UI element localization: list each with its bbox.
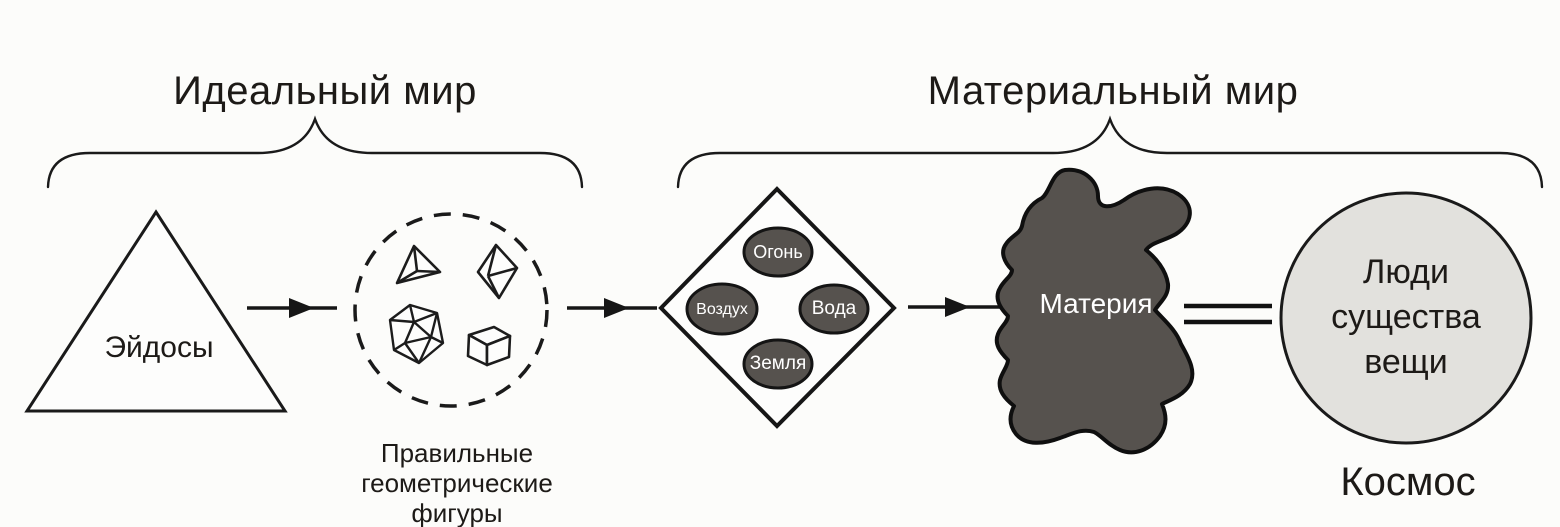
equals-sign (1184, 303, 1272, 325)
tetrahedron-icon (395, 244, 442, 285)
arrow-head-icon (289, 298, 314, 318)
icosahedron-icon (388, 303, 445, 365)
cosmos-caption: Космос (1340, 460, 1476, 504)
eidos-triangle (24, 209, 288, 413)
figures-dashed-circle (353, 212, 549, 408)
ideal-world-title: Идеальный мир (173, 69, 477, 113)
material-world-title: Материальный мир (927, 69, 1299, 113)
arrow-head-icon (945, 297, 970, 317)
cube-icon (466, 325, 512, 367)
matter-label: Материя (1039, 288, 1153, 319)
water-label: Вода (811, 298, 857, 319)
earth-label: Земля (749, 353, 807, 374)
matter-blob (994, 167, 1195, 455)
air-label: Воздух (696, 301, 748, 318)
octahedron-icon (476, 243, 519, 300)
ideal-world-brace (46, 115, 584, 189)
fire-label: Огонь (753, 242, 803, 262)
arrow-head-icon (604, 298, 629, 318)
fire-ellipse (742, 226, 814, 278)
arrow-eidos-to-figures (247, 298, 337, 318)
cosmos-circle-label: Люди существа вещи (1331, 253, 1481, 381)
material-world-brace (676, 115, 1544, 189)
eidos-label: Эйдосы (104, 331, 214, 364)
cosmos-circle (1279, 191, 1533, 445)
elements-diamond (658, 186, 897, 429)
earth-ellipse (742, 338, 814, 390)
arrow-figures-to-elements (567, 298, 657, 318)
water-ellipse (798, 283, 870, 335)
figures-caption: Правильные геометрические фигуры (361, 438, 553, 527)
arrow-elements-to-matter (908, 297, 1000, 317)
air-ellipse (685, 282, 759, 336)
